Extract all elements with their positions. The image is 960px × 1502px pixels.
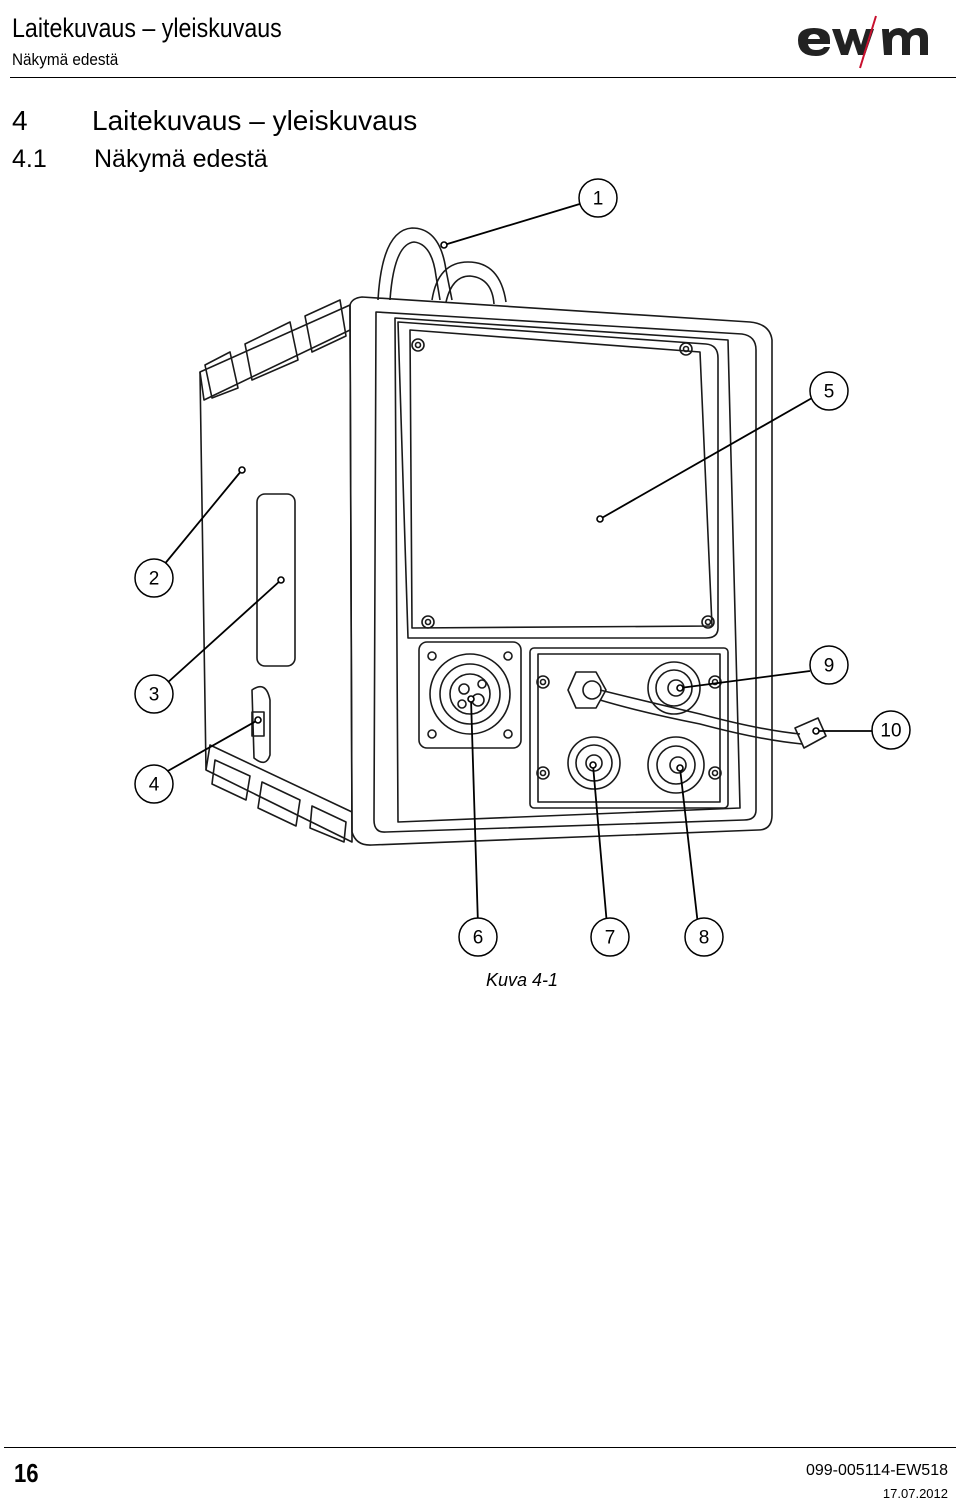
callout-1-label: 1: [593, 189, 604, 210]
callout-7-circle: [590, 917, 630, 957]
central-connector-panel: [418, 641, 522, 749]
callout-5-circle: [809, 371, 849, 411]
callout-4-label: 4: [149, 775, 160, 796]
callout-3-label: 3: [149, 685, 160, 706]
gas-hose: [599, 689, 827, 749]
running-header-subtitle: Näkymä edestä: [12, 50, 119, 69]
header-rule: [10, 77, 956, 78]
callout-5-label: 5: [824, 382, 835, 403]
document-date: 17.07.2012: [882, 1486, 948, 1501]
footer-rule: [4, 1447, 956, 1448]
page-number: 16: [14, 1458, 39, 1488]
callout-6-label: 6: [473, 928, 484, 949]
callout-8-circle: [684, 917, 724, 957]
callout-2-label: 2: [149, 569, 160, 590]
callout-9-label: 9: [824, 656, 835, 677]
socket-panel: [529, 647, 729, 809]
callout-2-circle: [134, 558, 174, 598]
callout-10-label: 10: [880, 721, 901, 742]
section-number: 4: [12, 105, 28, 136]
running-header-title: Laitekuvaus – yleiskuvaus: [12, 13, 282, 43]
callout-9-circle: [809, 645, 849, 685]
carry-handle: [377, 227, 507, 305]
callout-10-circle: [871, 710, 911, 750]
callout-7-label: 7: [605, 928, 616, 949]
section-title: Laitekuvaus – yleiskuvaus: [92, 105, 418, 136]
display-cover: [397, 321, 719, 639]
housing-side-panel: [199, 299, 353, 843]
housing-front-frame: [349, 296, 773, 846]
ewm-logo: [798, 15, 928, 69]
callout-4-circle: [134, 764, 174, 804]
callout-1-circle: [578, 178, 618, 218]
document-number: 099-005114-EW518: [805, 1462, 948, 1479]
device-front-view-figure: 1 2 3 4 5 6 7 8 9 10: [134, 178, 911, 957]
section-number: 4.1: [12, 145, 47, 173]
callout-3-circle: [134, 674, 174, 714]
section-heading-4-1: 4.1 Näkymä edestä: [12, 142, 268, 176]
section-title: Näkymä edestä: [94, 145, 268, 173]
section-heading-4: 4 Laitekuvaus – yleiskuvaus: [12, 104, 417, 138]
callout-8-label: 8: [699, 928, 710, 949]
callout-6-circle: [458, 917, 498, 957]
figure-caption: Kuva 4-1: [486, 970, 559, 990]
